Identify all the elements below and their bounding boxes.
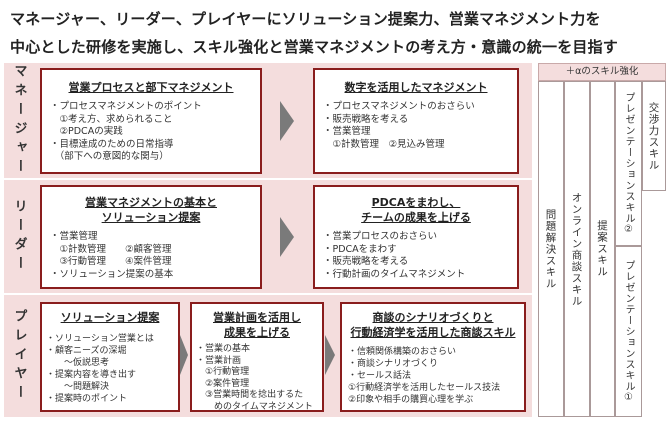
skill-presentation-1: プレゼンテーションスキル① [615,246,642,417]
manager-box-2: 数字を活用したマネジメント ・プロセスマネジメントのおさらい ・販売戦略を考える… [313,68,519,174]
leader-box-2-title-2: チームの成果を上げる [361,211,471,224]
list-item: ・ソリューション提案の基本 [50,268,174,280]
player-box-3: 商談のシナリオづくりと 行動経済学を活用した商談スキル ・信頼関係構築のおさらい… [340,302,526,412]
list-item: ①計数管理 ②見込み管理 [323,138,445,150]
skill-label: オンライン商談スキル [570,191,583,307]
list-item: ・販売戦略を考える [323,113,409,125]
list-item: ②案件管理 [196,378,250,389]
manager-row-label: マネージャー [11,63,27,178]
list-item: ①計数管理 ②顧客管理 [50,243,172,255]
skill-problem-solving: 問題解決スキル [538,81,564,417]
list-item: ・PDCAをまわす [323,243,397,255]
list-item: ②PDCAの実践 [50,126,123,137]
leader-box-1-title-1: 営業マネジメントの基本と [85,196,217,209]
skill-label: プレゼンテーションスキル① [623,259,634,404]
list-item: 〜問題解決 [46,382,110,392]
list-item: ・行動計画のタイムマネジメント [323,268,466,280]
leader-box-2: PDCAをまわし、 チームの成果を上げる ・営業プロセスのおさらい ・PDCAを… [313,185,519,289]
manager-box-1-list: ・プロセスマネジメントのポイント ①考え方、求められること ②PDCAの実践 ・… [42,101,260,164]
manager-box-1-title: 営業プロセスと部下マネジメント [68,81,234,94]
arrow-right-icon [280,217,294,257]
list-item: ①考え方、求められること [50,113,173,125]
arrow-right-icon [280,101,294,141]
list-item: ・セールス話法 [348,371,412,381]
arrow-right-icon [180,335,188,375]
player-box-2: 営業計画を活用し 成果を上げる ・営業の基本 ・営業計画 ①行動管理 ②案件管理… [190,302,324,412]
list-item: ③行動管理 ④案件管理 [50,256,172,267]
list-item: ・営業プロセスのおさらい [323,231,438,242]
list-item: ・営業の基本 [196,344,251,354]
arrow-right-icon [325,335,335,375]
skill-negotiation: 交渉力スキル [642,81,666,191]
skill-label: 交渉力スキル [647,101,660,171]
player-box-3-list: ・信頼関係構築のおさらい ・商談シナリオづくり ・セールス話法 ①行動経済学を活… [342,346,524,406]
list-item: 〜仮説思考 [46,358,110,368]
skill-label: プレゼンテーションスキル② [623,91,634,236]
list-item: ・提案内容を導き出す [46,370,137,380]
list-item: めのタイムマネジメント [196,401,313,412]
skill-online-negotiation: オンライン商談スキル [564,81,590,417]
headline-line-1: マネージャー、リーダー、プレイヤーにソリューション提案力、営業マネジメント力を [10,10,601,28]
player-box-1: ソリューション提案 ・ソリューション営業とは ・顧客ニーズの深堀 〜仮説思考 ・… [40,302,180,412]
list-item: ・商談シナリオづくり [348,359,439,369]
list-item: ①行動管理 [196,367,250,377]
list-item: ③営業時間を捻出するた [196,390,304,400]
leader-box-2-title-1: PDCAをまわし、 [371,196,461,209]
list-item: ・ソリューション営業とは [46,334,154,344]
list-item: （部下への意図的な関与） [50,151,169,162]
leader-box-1: 営業マネジメントの基本と ソリューション提案 ・営業管理 ①計数管理 ②顧客管理… [40,185,262,289]
list-item: ・プロセスマネジメントのポイント [50,101,202,112]
manager-box-2-list: ・プロセスマネジメントのおさらい ・販売戦略を考える ・営業管理 ①計数管理 ②… [315,101,517,151]
manager-box-1: 営業プロセスと部下マネジメント ・プロセスマネジメントのポイント ①考え方、求め… [40,68,262,174]
list-item: ・目標達成のための日常指導 [50,138,174,150]
skill-presentation-2: プレゼンテーションスキル② [615,81,642,246]
skill-proposal: 提案スキル [590,81,615,417]
list-item: ・営業管理 [50,231,98,242]
list-item: ・顧客ニーズの深堀 [46,346,127,356]
leader-box-1-list: ・営業管理 ①計数管理 ②顧客管理 ③行動管理 ④案件管理 ・ソリューション提案… [42,231,260,281]
player-row-label: プレイヤー [11,308,27,404]
list-item: ・信頼関係構築のおさらい [348,347,457,357]
leader-row-label: リーダー [11,198,27,275]
list-item: ・プロセスマネジメントのおさらい [323,101,475,112]
skill-label: 問題解決スキル [544,208,557,290]
skill-label: 提案スキル [596,220,608,278]
skills-header: ＋αのスキル強化 [538,63,666,81]
player-box-3-title-1: 商談のシナリオづくりと [372,311,494,324]
leader-box-2-list: ・営業プロセスのおさらい ・PDCAをまわす ・販売戦略を考える ・行動計画のタ… [315,231,517,281]
list-item: ・営業計画 [196,355,242,366]
list-item: ・販売戦略を考える [323,256,409,267]
player-box-3-title-2: 行動経済学を活用した商談スキル [350,326,516,339]
headline-line-2: 中心とした研修を実施し、スキル強化と営業マネジメントの考え方・意識の統一を目指す [10,38,619,56]
leader-box-1-title-2: ソリューション提案 [101,211,201,224]
list-item: ②印象や相手の購買心理を学ぶ [348,395,474,405]
player-box-1-list: ・ソリューション営業とは ・顧客ニーズの深堀 〜仮説思考 ・提案内容を導き出す … [42,333,178,405]
manager-box-2-title: 数字を活用したマネジメント [344,81,488,94]
player-box-2-title-2: 成果を上げる [224,326,290,339]
list-item: ①行動経済学を活用したセールス技法 [348,383,501,393]
list-item: ・営業管理 [323,126,371,137]
player-box-2-list: ・営業の基本 ・営業計画 ①行動管理 ②案件管理 ③営業時間を捻出するた めのタ… [192,344,322,413]
list-item: ・提案時のポイント [46,394,128,404]
player-box-2-title-1: 営業計画を活用し [213,311,301,324]
player-box-1-title: ソリューション提案 [60,311,160,324]
